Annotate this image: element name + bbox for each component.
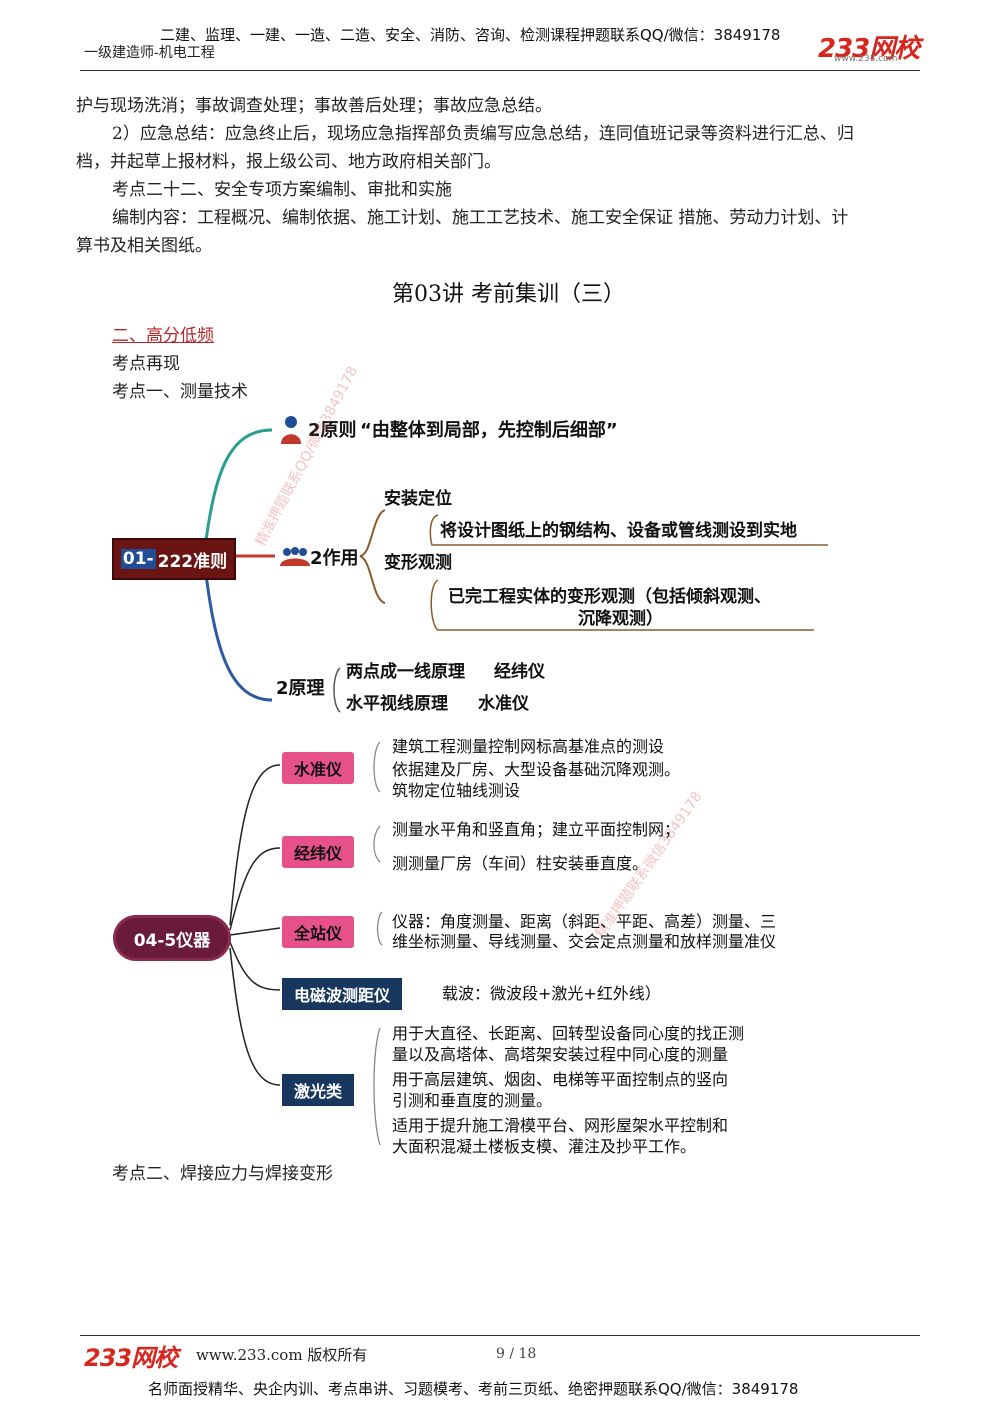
kp-1: 考点一、测量技术: [112, 382, 248, 402]
footer-copyright: www.233.com 版权所有: [196, 1346, 368, 1364]
laser-desc-1: 用于大直径、长距离、回转型设备同心度的找正测: [392, 1024, 745, 1043]
kp-2: 考点二、焊接应力与焊接变形: [112, 1164, 333, 1184]
paragraph-4-line-2: 算书及相关图纸。: [76, 236, 212, 256]
kp-recap: 考点再现: [112, 354, 180, 374]
deform-desc-1: 已完工程实体的变形观测（包括倾斜观测、: [448, 587, 771, 607]
instruments-root-label: 04-5仪器: [133, 930, 211, 951]
install-desc: 将设计图纸上的钢结构、设备或管线测设到实地: [440, 521, 797, 541]
paragraph-3: 考点二十二、安全专项方案编制、审批和实施: [112, 180, 452, 200]
level-desc-2: 依据建及厂房、大型设备基础沉降观测。: [392, 760, 681, 779]
footer-rule: [80, 1335, 920, 1336]
total-station-desc-2: 维坐标测量、导线测量、交会定点测量和放样测量准仪: [392, 932, 777, 951]
group-icon: [280, 546, 310, 566]
paragraph-2-line-1: 2）应急总结：应急终止后，现场应急指挥部负责编写应急总结，连同值班记录等资料进行…: [112, 124, 854, 144]
mindmap-root-instruments: 04-5仪器: [116, 918, 228, 958]
header-rule: [80, 70, 920, 71]
header-logo-url: www.233.com: [834, 54, 898, 64]
level-desc-1: 建筑工程测量控制网标高基准点的测设: [392, 737, 665, 756]
laser-desc-3: 用于高层建筑、烟囱、电梯等平面控制点的竖向: [392, 1070, 729, 1089]
install-label: 安装定位: [384, 489, 452, 509]
header-contact-line: 二建、监理、一建、一造、二造、安全、消防、咨询、检测课程押题联系QQ/微信：38…: [160, 26, 781, 44]
laser-desc-6: 大面积混凝土楼板支模、灌注及抄平工作。: [392, 1137, 697, 1156]
function-label: 2作用: [310, 548, 359, 569]
deform-label: 变形观测: [384, 553, 452, 573]
total-station-desc-1: 仪器：角度测量、距离（斜距、平距、高差）测量、三: [392, 912, 777, 931]
edm-tag: 电磁波测距仪: [282, 978, 403, 1010]
paragraph-2-line-2: 档，并起草上报材料，报上级公司、地方政府相关部门。: [76, 152, 501, 172]
deform-desc-2: 沉降观测）: [578, 609, 663, 629]
person-icon: [280, 414, 302, 444]
theory-1-tool: 经纬仪: [494, 662, 545, 682]
root-prefix: 01-: [120, 549, 156, 569]
theodolite-desc-1: 测量水平角和竖直角；建立平面控制网；: [392, 820, 681, 839]
laser-desc-2: 量以及高塔体、高塔架安装过程中同心度的测量: [392, 1045, 729, 1064]
principle-label: 2原则: [308, 420, 357, 441]
theory-label: 2原理: [276, 678, 325, 699]
section-heading: 二、高分低频: [112, 326, 214, 346]
header-logo: 233网校: [818, 34, 920, 64]
theory-2-tool: 水准仪: [478, 694, 529, 714]
level-tag: 水准仪: [282, 752, 355, 784]
theodolite-desc-2: 测测量厂房（车间）柱安装垂直度。: [392, 854, 649, 873]
paragraph-4-line-1: 编制内容：工程概况、编制依据、施工计划、施工工艺技术、施工安全保证 措施、劳动力…: [112, 208, 849, 228]
footer-contact-line: 名师面授精华、央企内训、考点串讲、习题模考、考前三页纸、绝密押题联系QQ/微信：…: [148, 1380, 799, 1398]
paragraph-1: 护与现场洗消；事故调查处理；事故善后处理；事故应急总结。: [76, 96, 552, 116]
total-station-tag: 全站仪: [282, 916, 355, 948]
level-desc-3: 筑物定位轴线测设: [392, 781, 521, 800]
header-subtitle: 一级建造师-机电工程: [84, 45, 215, 61]
root-label: 222准则: [157, 551, 228, 572]
edm-desc: 载波：微波段+激光+红外线）: [442, 984, 661, 1003]
principle-text: “由整体到局部，先控制后细部”: [360, 420, 618, 441]
footer-logo: 233网校: [84, 1344, 178, 1372]
mindmap-root-222: 01- 222准则: [112, 538, 236, 580]
page-number: 9 / 18: [496, 1346, 537, 1362]
theory-2: 水平视线原理: [346, 694, 448, 714]
laser-tag: 激光类: [282, 1074, 355, 1106]
laser-desc-5: 适用于提升施工滑模平台、网形屋架水平控制和: [392, 1116, 729, 1135]
theory-1: 两点成一线原理: [346, 662, 465, 682]
theodolite-tag: 经纬仪: [282, 836, 355, 868]
laser-desc-4: 引测和垂直度的测量。: [392, 1091, 553, 1110]
lecture-title: 第03讲 考前集训（三）: [392, 282, 625, 307]
